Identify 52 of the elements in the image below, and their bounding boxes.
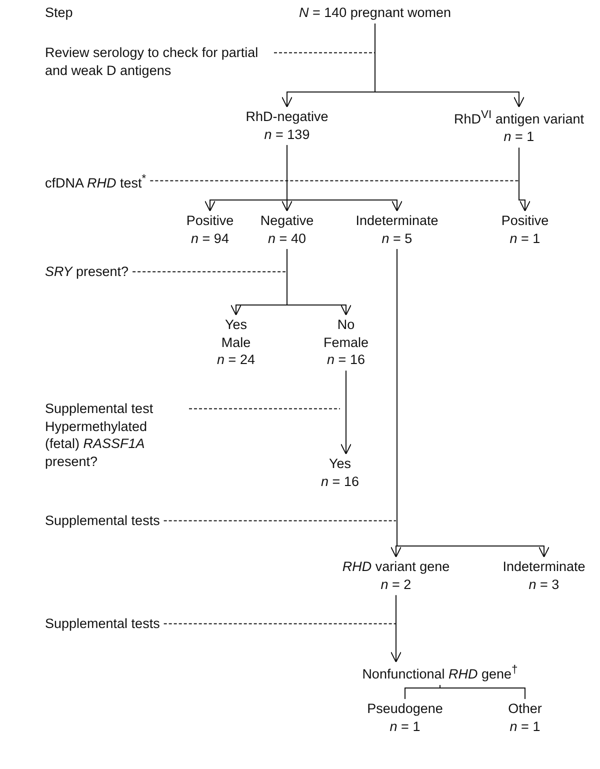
arrow <box>340 370 352 454</box>
leader-line <box>150 180 520 182</box>
branch-line <box>440 684 526 700</box>
node-text: Yes <box>224 316 248 334</box>
arrow <box>396 248 550 558</box>
branch-line <box>404 684 440 700</box>
node-text: RHD variant gene <box>342 558 450 576</box>
arrow <box>518 147 530 212</box>
step-text: Supplemental tests <box>45 615 160 633</box>
node-text: RhD$^{VI}$ antigen variant <box>454 108 584 128</box>
node-text: Male <box>220 334 252 352</box>
node-text: n = 24 <box>217 351 255 369</box>
node-text: Indeterminate <box>502 558 586 576</box>
node-text: Indeterminate <box>356 212 438 230</box>
node-text: Yes <box>328 455 352 473</box>
arrow <box>286 248 352 316</box>
leader-line <box>274 52 376 54</box>
column-heading: Step <box>45 4 73 22</box>
node-text: Negative <box>260 212 314 230</box>
node-text: n = 139 <box>263 126 311 144</box>
node-text: n = 1 <box>508 230 542 248</box>
node-text: Positive <box>186 212 234 230</box>
arrow <box>390 594 402 662</box>
step-text: cfDNA RHD test$^{*}$ <box>45 172 146 192</box>
node-text: n = 3 <box>528 576 560 594</box>
node-text: Nonfunctional RHD gene$^{†}$ <box>362 663 518 684</box>
node-text: n = 16 <box>321 472 359 490</box>
node-text: Pseudogene <box>367 700 443 718</box>
node-text: n = 16 <box>326 351 366 369</box>
arrow <box>286 144 402 212</box>
node-text: n = 1 <box>388 718 422 736</box>
leader-line <box>132 271 288 272</box>
leader-line <box>188 408 340 410</box>
step-text: Supplemental tests <box>45 512 160 530</box>
step-text: Supplemental test Hypermethylated (fetal) RASSF1A present? <box>45 400 154 470</box>
node-text: n = 40 <box>267 230 307 248</box>
node-text: n = 2 <box>380 576 412 594</box>
leader-line <box>163 520 396 522</box>
node-text: N = 140 pregnant women <box>299 4 451 22</box>
node-text: n = 1 <box>508 718 542 736</box>
node-text: Other <box>508 700 542 718</box>
arrow <box>374 23 524 108</box>
node-text: RhD-negative <box>246 108 328 126</box>
node-text: Female <box>324 334 368 352</box>
step-text: SRY present? <box>45 263 129 281</box>
leader-line <box>163 623 396 624</box>
node-text: n = 94 <box>190 230 230 248</box>
node-text: n = 1 <box>502 128 536 146</box>
node-text: No <box>336 316 356 334</box>
step-text: Review serology to check for partial and weak D antigens <box>45 44 260 80</box>
node-text: n = 5 <box>380 230 414 248</box>
node-text: Positive <box>501 212 549 230</box>
